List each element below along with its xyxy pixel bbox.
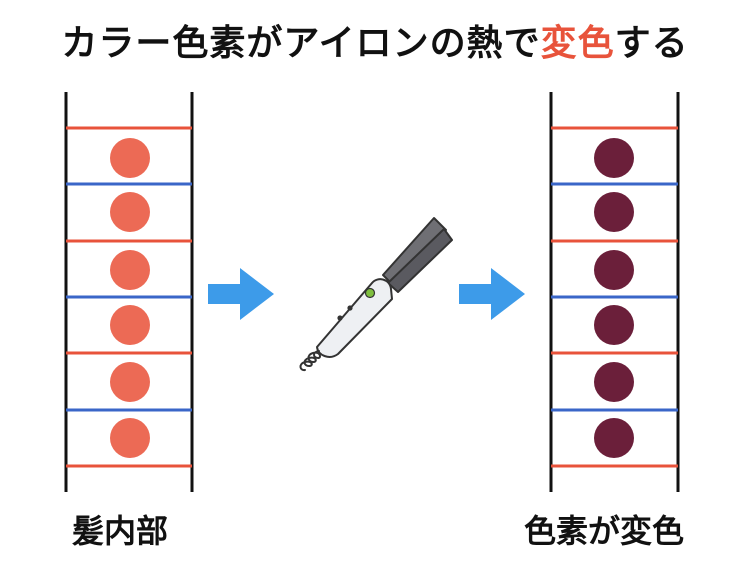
ladder-before bbox=[64, 92, 194, 492]
right-arrow-icon bbox=[459, 268, 525, 320]
pigment-dot bbox=[110, 250, 150, 290]
right-arrow-icon bbox=[208, 268, 274, 320]
pigment-dot-changed bbox=[594, 192, 634, 232]
pigment-dot-changed bbox=[594, 418, 634, 458]
pigment-dot bbox=[110, 418, 150, 458]
pigment-dot-changed bbox=[594, 362, 634, 402]
pigment-dot-changed bbox=[594, 305, 634, 345]
label-pigment-changed: 色素が変色 bbox=[524, 512, 685, 550]
hair-iron-icon bbox=[299, 217, 453, 372]
label-hair-inside: 髪内部 bbox=[72, 512, 169, 550]
title-text-after: する bbox=[614, 23, 689, 64]
pigment-dot-changed bbox=[594, 250, 634, 290]
page-title: カラー色素がアイロンの熱で変色する bbox=[0, 14, 750, 66]
pigment-dot bbox=[110, 362, 150, 402]
pigment-dot bbox=[110, 305, 150, 345]
title-text-before: カラー色素がアイロンの熱で bbox=[61, 23, 541, 64]
pigment-dot bbox=[110, 138, 150, 178]
title-highlight: 変色 bbox=[540, 23, 615, 64]
ladder-after bbox=[549, 92, 680, 492]
pigment-dot-changed bbox=[594, 138, 634, 178]
pigment-dot bbox=[110, 192, 150, 232]
